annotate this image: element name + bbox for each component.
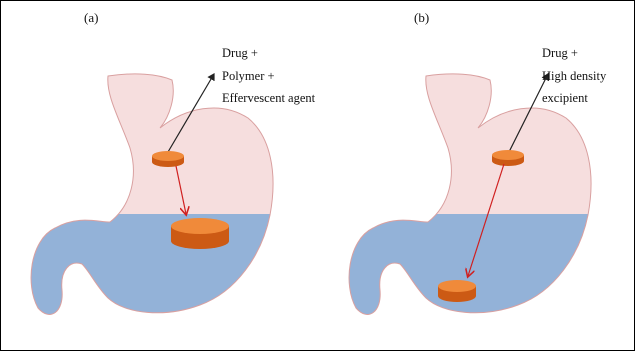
tablet-b-sunken (438, 280, 476, 302)
annotation-a-line2: Polymer + (222, 69, 275, 83)
annotation-a-line3: Effervescent agent (222, 91, 316, 105)
annotation-a-line1: Drug + (222, 46, 258, 60)
panel-b-label: (b) (414, 10, 429, 25)
annotation-b-line1: Drug + (542, 46, 578, 60)
tablet-a-swollen (171, 218, 229, 249)
stomach-b-air (338, 60, 608, 220)
annotation-b-line2: High density (542, 69, 607, 83)
panel-b: (b) Drug + High density excipient (338, 10, 608, 334)
gastric-fluid-b (338, 214, 608, 334)
tablet-b-small (492, 150, 524, 166)
panel-a-label: (a) (84, 10, 98, 25)
gastric-fluid-a (20, 214, 290, 334)
annotation-b-line3: excipient (542, 91, 588, 105)
stomach-a-air (20, 60, 290, 220)
panel-a: (a) Drug + Polymer + Effervescent agent (20, 10, 316, 334)
tablet-a-small (152, 151, 184, 167)
